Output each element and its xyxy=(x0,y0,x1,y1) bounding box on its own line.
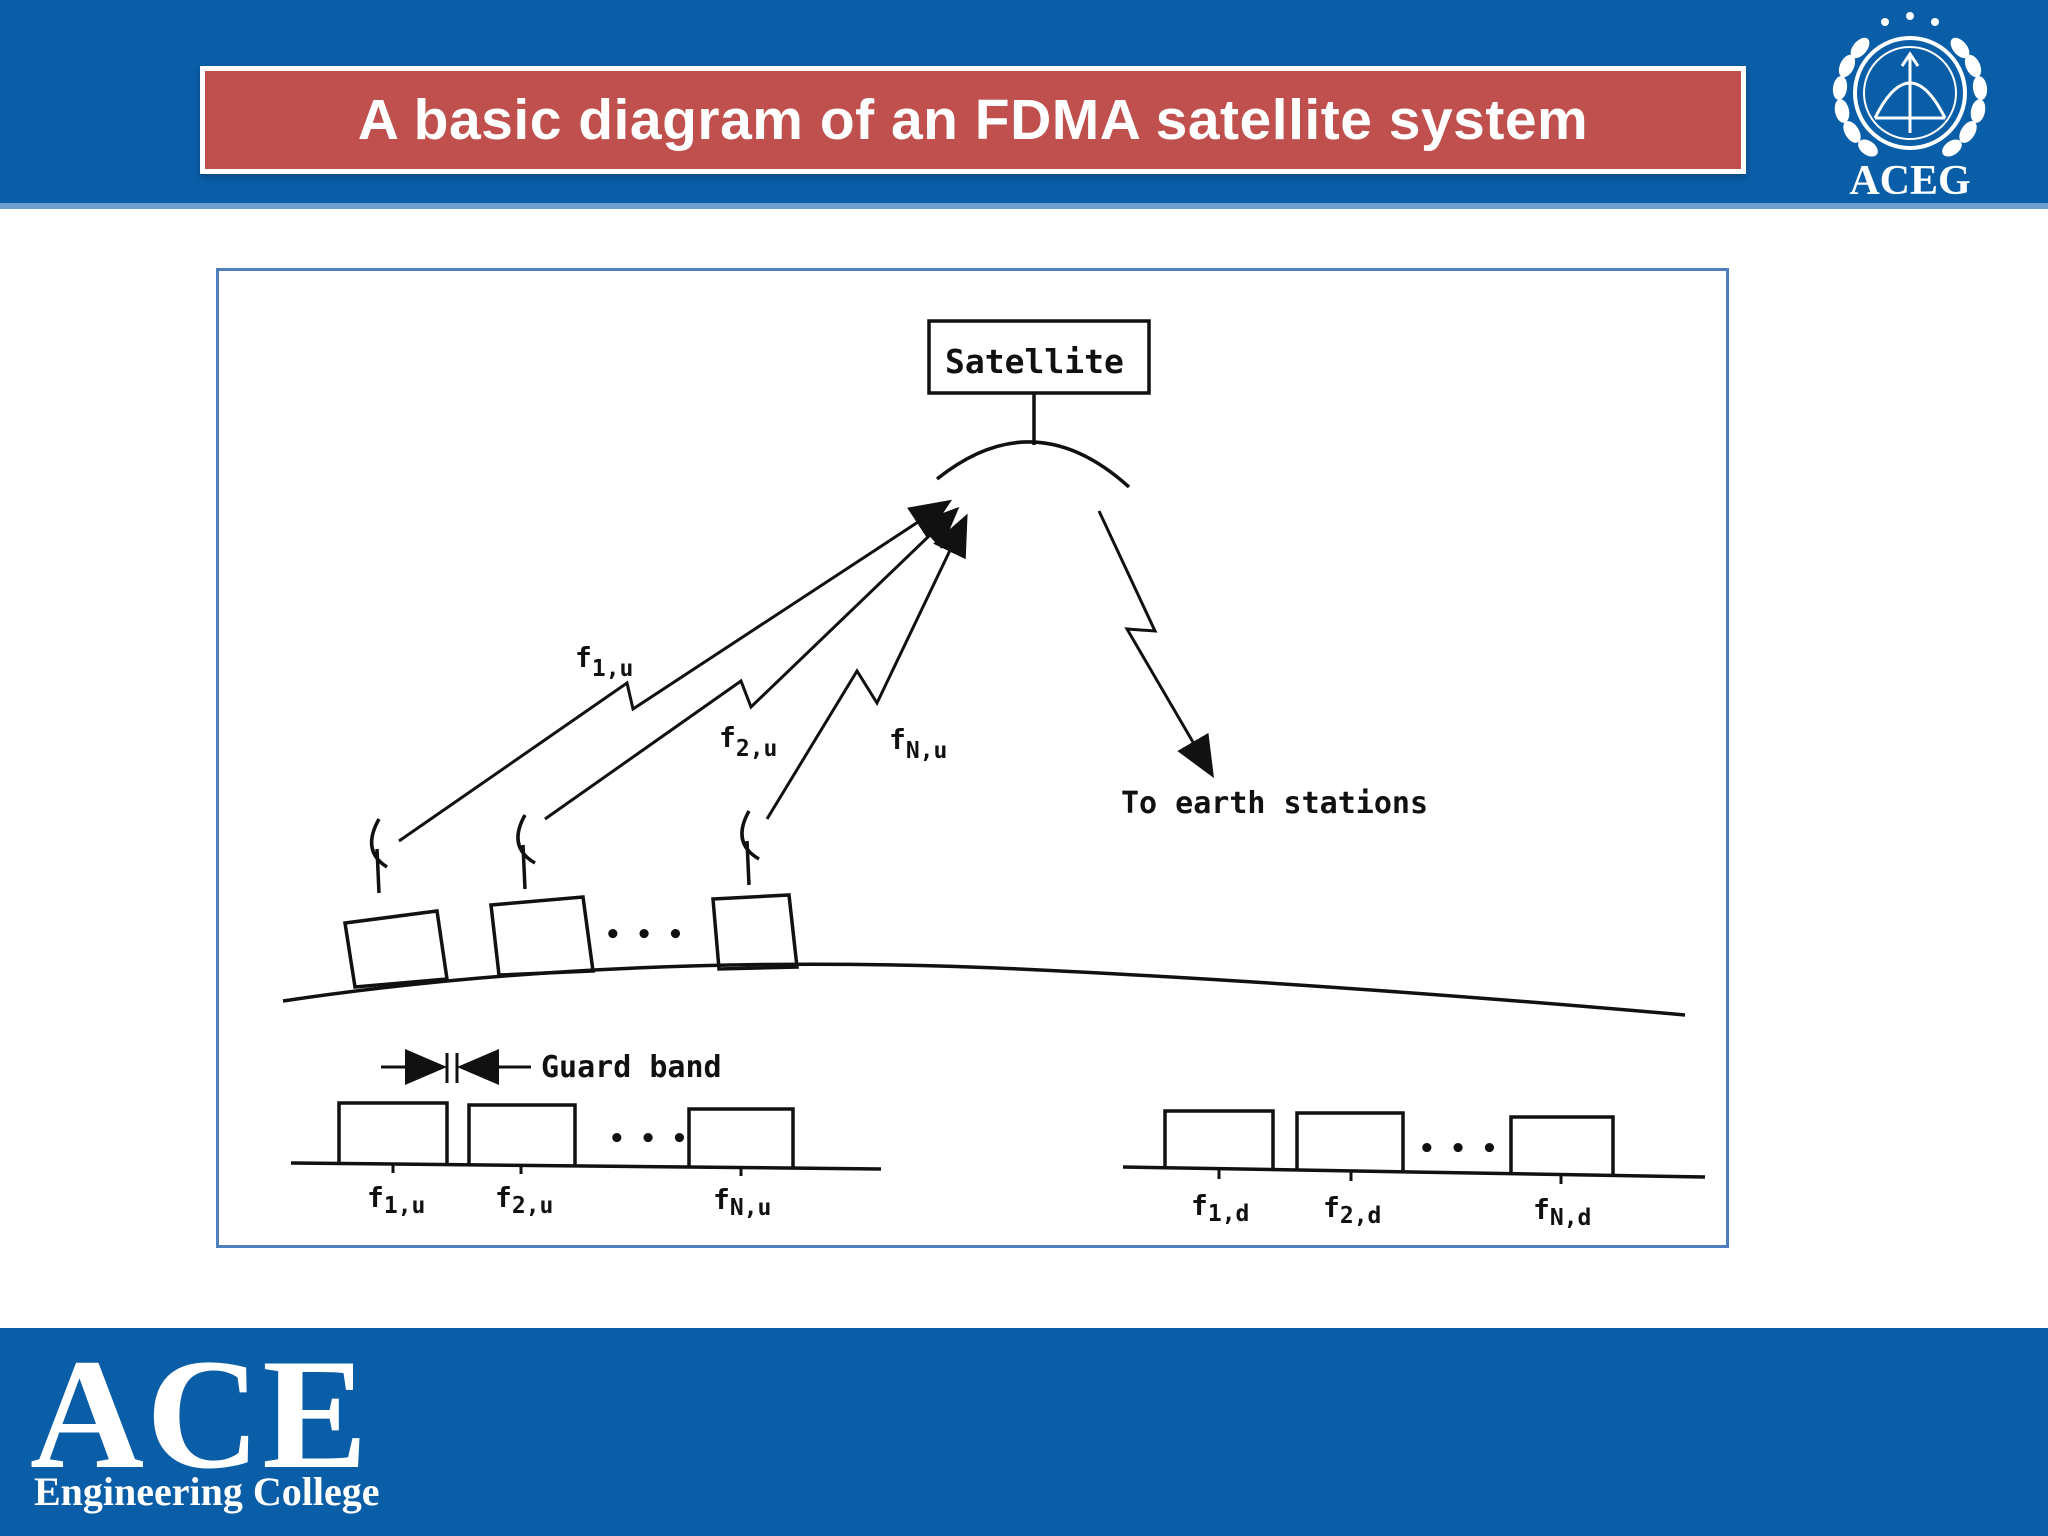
earth-station-n xyxy=(711,893,799,971)
slide-title: A basic diagram of an FDMA satellite sys… xyxy=(357,88,1589,152)
stations-ellipsis: • • • xyxy=(605,920,683,950)
uplink-label-f2: f2,u xyxy=(719,721,777,762)
uplink-f1 xyxy=(398,499,953,843)
downlink-band-n xyxy=(1509,1115,1615,1176)
downlink-spectrum-axis xyxy=(1122,1165,1706,1179)
downlink-spectrum-label-n: fN,d xyxy=(1533,1193,1591,1231)
uplink-spectrum-label-2: f2,u xyxy=(495,1181,553,1219)
uplink-band-2 xyxy=(467,1103,577,1165)
logo-text: ACEG xyxy=(1849,158,1971,204)
footer-college-name: Engineering College xyxy=(34,1469,380,1514)
downlink-spectrum-ellipsis: • • • xyxy=(1419,1134,1497,1164)
footer-brand: ACE xyxy=(30,1327,370,1502)
earth-station-dishes xyxy=(369,810,760,894)
downlink-band-2 xyxy=(1295,1111,1405,1173)
footer-band xyxy=(0,1328,2048,1536)
uplink-spectrum-label-n: fN,u xyxy=(713,1183,771,1221)
earth-surface xyxy=(282,962,1686,1017)
satellite-box xyxy=(927,319,1151,395)
downlink-band-1 xyxy=(1163,1109,1275,1171)
uplink-f2 xyxy=(544,506,960,821)
uplink-band-n xyxy=(687,1107,795,1167)
uplink-label-f1: f1,u xyxy=(575,641,633,682)
uplink-spectrum-label-1: f1,u xyxy=(367,1181,425,1219)
satellite-antenna xyxy=(935,440,1131,489)
title-box: A basic diagram of an FDMA satellite sys… xyxy=(200,66,1746,174)
uplink-spectrum-axis xyxy=(290,1161,882,1171)
satellite-label: Satellite xyxy=(945,342,1124,381)
fdma-diagram: Satellite f1,u f2,u fN,u To earth statio… xyxy=(282,319,1706,1231)
downlink-spectrum-label-2: f2,d xyxy=(1323,1191,1381,1229)
downlink-spectrum-label-1: f1,d xyxy=(1191,1189,1249,1227)
header-band-edge xyxy=(0,203,2048,209)
bow-arrow-icon xyxy=(1873,51,1947,133)
uplink-fn xyxy=(765,513,968,820)
laurel-emblem-icon xyxy=(1832,12,1988,157)
downlink-label: To earth stations xyxy=(1121,786,1428,821)
earth-station-2 xyxy=(489,895,595,977)
guard-band-label: Guard band xyxy=(541,1050,722,1085)
earth-station-1 xyxy=(342,909,450,989)
uplink-band-1 xyxy=(337,1101,449,1164)
figure-frame: Satellite f1,u f2,u fN,u To earth statio… xyxy=(216,268,1729,1248)
uplink-label-fn: fN,u xyxy=(889,723,947,764)
uplink-spectrum-ellipsis: • • • xyxy=(609,1124,687,1154)
downlink-arrow xyxy=(1097,510,1215,779)
